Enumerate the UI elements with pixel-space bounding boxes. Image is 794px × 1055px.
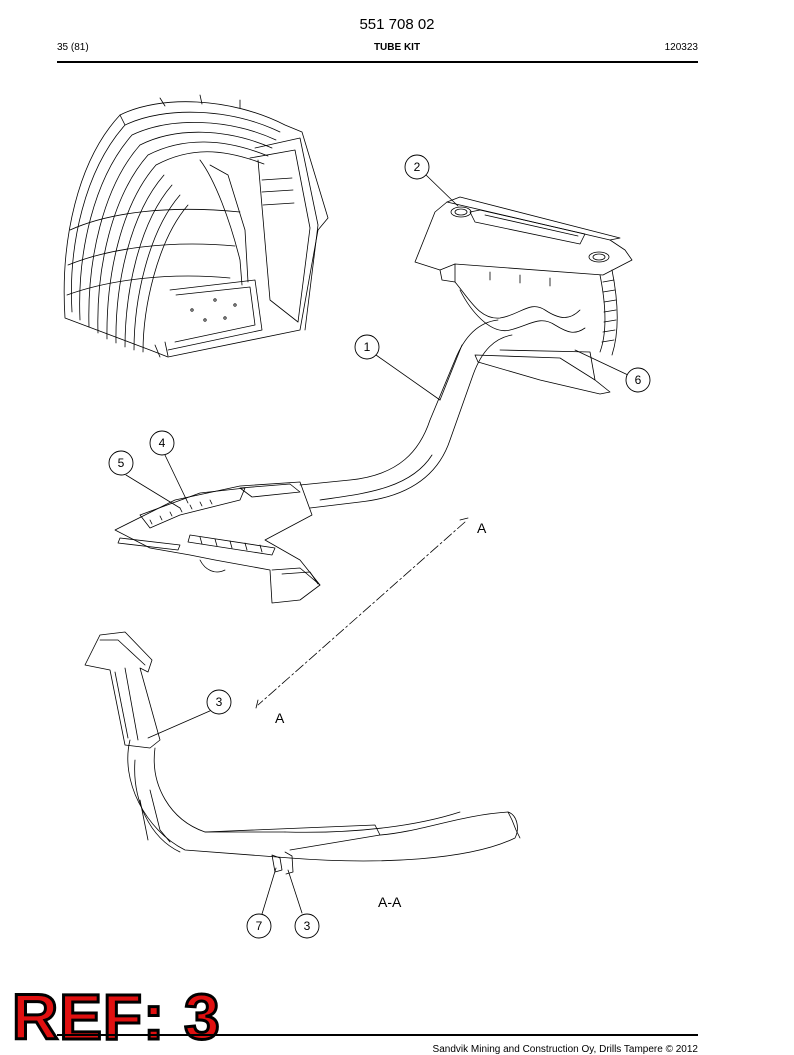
callout-balloon: [404, 154, 430, 180]
header-rule: [57, 61, 698, 63]
callout-balloon: [625, 367, 651, 393]
callout-balloon: [354, 334, 380, 360]
callout-number: 1: [364, 340, 371, 354]
footer-copyright: Sandvik Mining and Construction Oy, Dril…: [432, 1044, 698, 1055]
upper-air-box-illustration: [414, 196, 633, 395]
callout-number: 5: [118, 456, 125, 470]
callout-number: 3: [304, 919, 311, 933]
section-view-label: A-A: [378, 894, 402, 910]
document-date-code: 120323: [664, 42, 698, 53]
page-title: TUBE KIT: [373, 42, 421, 53]
section-label-a-top: A: [477, 520, 487, 536]
callout-number: 6: [635, 373, 642, 387]
section-label-a-bottom: A: [275, 710, 285, 726]
callout-numbers: 1 2 3 4 5 6 7 3: [118, 160, 642, 933]
footer-rule: [57, 1034, 698, 1036]
ref-stamp: REF: 3: [11, 981, 222, 1053]
callout-balloon: [108, 450, 134, 476]
callout-number: 3: [216, 695, 223, 709]
section-cut-ticks: [255, 517, 469, 709]
long-air-tube-illustration: [299, 319, 513, 509]
callout-balloon: [294, 913, 320, 939]
section-view-illustration: [84, 631, 521, 875]
callout-balloons: [108, 154, 651, 939]
callout-leaders: [125, 174, 629, 915]
callout-balloon: [206, 689, 232, 715]
callout-number: 2: [414, 160, 421, 174]
callout-number: 7: [256, 919, 263, 933]
callout-balloon: [149, 430, 175, 456]
page-info: 35 (81): [57, 42, 89, 53]
section-cut-line: [257, 521, 466, 706]
callout-balloon: [246, 913, 272, 939]
document-number: 551 708 02: [359, 16, 435, 33]
callout-number: 4: [159, 436, 166, 450]
lower-air-duct-illustration: [114, 481, 321, 604]
cabin-frame-illustration: [63, 94, 329, 358]
